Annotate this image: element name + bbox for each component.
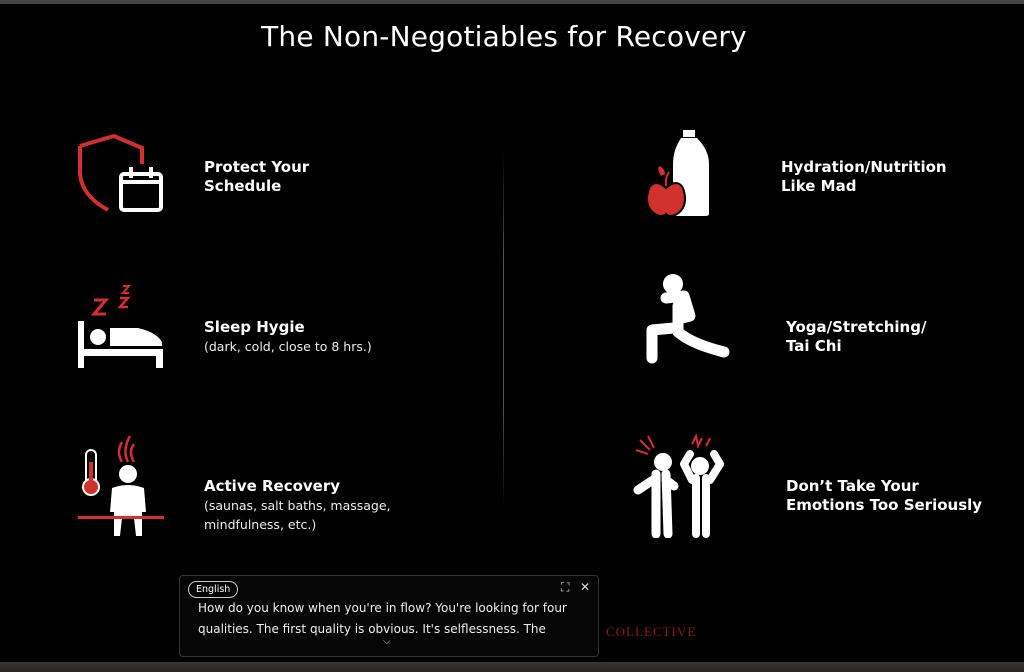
- sauna-person-icon: [78, 435, 164, 536]
- item-heading: Tai Chi: [786, 337, 842, 355]
- item-hydration-nutrition: Hydration/Nutrition Like Mad: [781, 158, 947, 196]
- item-active-recovery: Active Recovery (saunas, salt baths, mas…: [204, 477, 391, 534]
- water-bottle-apple-icon: [646, 130, 709, 217]
- column-divider: [503, 150, 504, 510]
- sleeping-bed-icon: [78, 285, 163, 368]
- item-subtext: mindfulness, etc.): [204, 517, 317, 532]
- expand-icon[interactable]: ⛶: [561, 580, 570, 594]
- shield-calendar-icon: [78, 134, 163, 212]
- live-caption-panel: English ⛶ ✕ How do you know when you're …: [179, 575, 599, 657]
- angry-people-icon: [633, 434, 724, 538]
- item-heading: Yoga/Stretching/: [786, 318, 927, 336]
- slide-title: The Non-Negotiables for Recovery: [261, 20, 747, 53]
- item-heading: Active Recovery: [204, 477, 341, 495]
- item-heading: Hydration/Nutrition: [781, 158, 947, 176]
- item-heading: Like Mad: [781, 177, 857, 195]
- item-heading: Schedule: [204, 177, 282, 195]
- caption-text: How do you know when you're in flow? You…: [198, 601, 567, 636]
- chevron-down-icon[interactable]: ⌵: [383, 636, 391, 647]
- item-yoga-stretching: Yoga/Stretching/ Tai Chi: [786, 318, 926, 356]
- brand-watermark: COLLECTIVE: [606, 624, 697, 639]
- caption-language-badge[interactable]: English: [188, 581, 239, 598]
- close-icon[interactable]: ✕: [580, 580, 591, 594]
- item-emotions: Don’t Take Your Emotions Too Seriously: [786, 477, 982, 515]
- window-top-bar: [0, 0, 1024, 4]
- item-heading: Emotions Too Seriously: [786, 496, 983, 514]
- item-sleep-hygiene: Sleep Hygie (dark, cold, close to 8 hrs.…: [204, 318, 372, 356]
- window-bottom-bar: [0, 662, 1024, 672]
- item-subtext: (saunas, salt baths, massage,: [204, 498, 391, 513]
- item-heading: Sleep Hygie: [204, 318, 305, 336]
- lunge-stretch-icon: [646, 274, 730, 364]
- item-subtext: (dark, cold, close to 8 hrs.): [204, 339, 372, 354]
- item-heading: Don’t Take Your: [786, 477, 919, 495]
- item-protect-schedule: Protect Your Schedule: [204, 158, 309, 196]
- item-heading: Protect Your: [204, 158, 310, 176]
